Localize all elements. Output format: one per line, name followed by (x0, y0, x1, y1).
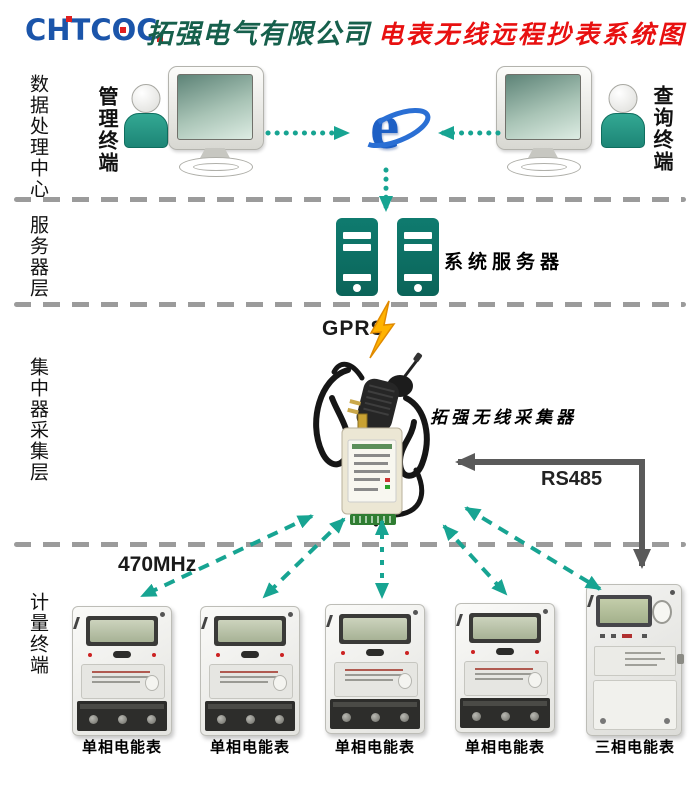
monitor-base (507, 157, 581, 177)
layer-divider (14, 542, 686, 547)
browser-orbit-icon (361, 107, 431, 149)
meter-label: 单相电能表 (334, 740, 415, 756)
terminal-strip-icon (350, 514, 396, 525)
single-phase-meter-icon (200, 606, 300, 736)
rs485-label: RS485 (541, 468, 603, 490)
layer-divider (14, 197, 686, 202)
management-terminal-label: 管理终端 (95, 86, 117, 174)
user-head-icon (608, 84, 638, 113)
ie-browser-icon: e (360, 90, 432, 174)
meter-label: 三相电能表 (594, 740, 675, 756)
frequency-label: 470MHz (118, 553, 197, 576)
meter-lcd (473, 617, 537, 639)
single-phase-meter-icon (455, 603, 555, 733)
logo-red-dot (66, 16, 72, 22)
meter-label: 单相电能表 (209, 740, 290, 756)
query-monitor-icon (496, 66, 592, 177)
single-phase-meter-icon (325, 604, 425, 734)
user-head-icon (131, 84, 161, 113)
company-name: 拓强电气有限公司 (146, 19, 370, 49)
layer-label-metering: 计量终端 (27, 592, 48, 676)
management-monitor-icon (168, 66, 264, 177)
collector-device-label: 拓强无线采集器 (430, 408, 577, 427)
wireless-link-arrow (464, 506, 602, 591)
user-torso-icon (601, 113, 645, 148)
company-logo: CHTCOC (25, 13, 163, 47)
browser-e-glyph: e (370, 90, 400, 163)
management-user-icon (123, 84, 169, 148)
meter-lcd (600, 599, 648, 623)
layer-label-data-center: 数据处理中心 (27, 74, 48, 200)
server-tower-icon (397, 218, 439, 296)
meter-label: 单相电能表 (464, 740, 545, 756)
meter-lcd (90, 620, 154, 642)
logo-text: CHTCOC (25, 13, 158, 47)
user-torso-icon (124, 113, 168, 148)
meter-label: 单相电能表 (81, 740, 162, 756)
single-phase-meter-icon (72, 606, 172, 736)
layer-label-server: 服务器层 (27, 215, 48, 299)
meter-lcd (218, 620, 282, 642)
logo-red-dot (157, 36, 163, 42)
gprs-label: GPRS (322, 317, 386, 340)
query-terminal-label: 查询终端 (650, 85, 672, 173)
monitor-base (179, 157, 253, 177)
monitor-neck (200, 148, 230, 158)
three-phase-meter-icon (586, 584, 684, 736)
query-user-icon (600, 84, 646, 148)
layer-label-collector: 集中器采集层 (27, 357, 48, 483)
logo-red-dot (120, 27, 126, 33)
monitor-screen (177, 74, 253, 140)
meter-lcd (343, 618, 407, 640)
page-title: 电表无线远程抄表系统图 (378, 22, 687, 49)
monitor-screen (505, 74, 581, 140)
wireless-link-arrow (442, 524, 508, 596)
system-server-label: 系统服务器 (444, 252, 565, 273)
monitor-neck (528, 148, 558, 158)
wireless-collector-device-icon (313, 352, 430, 527)
server-tower-icon (336, 218, 378, 296)
layer-divider (14, 302, 686, 307)
